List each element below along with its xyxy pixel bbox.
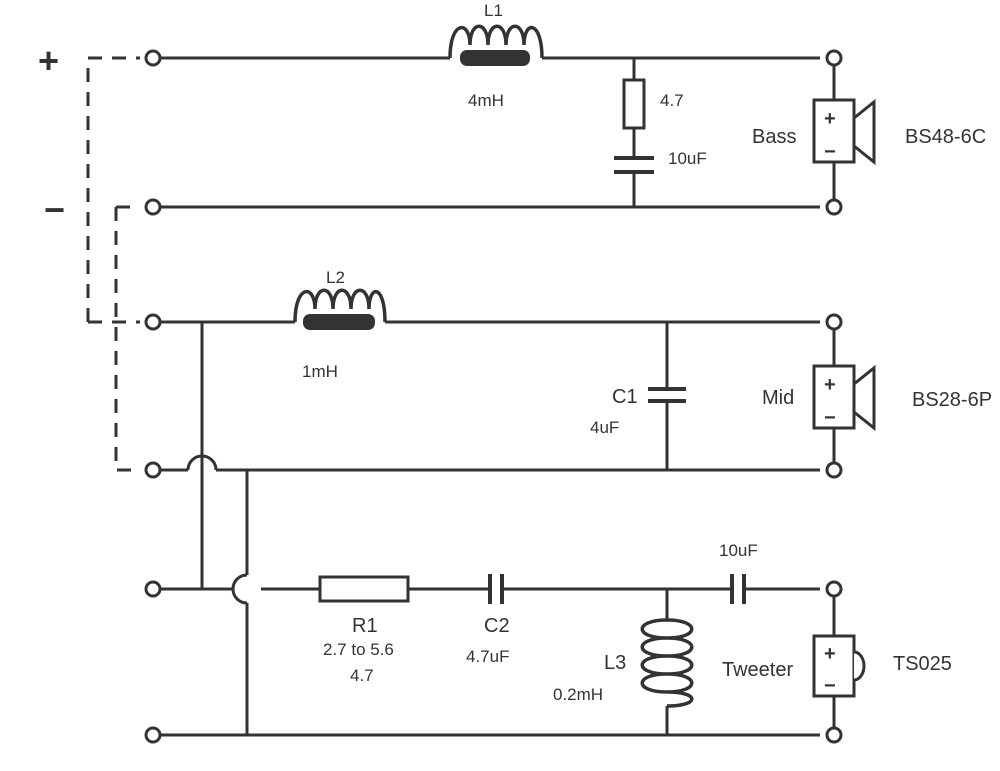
bass-resistor <box>622 78 646 130</box>
terminal-mid-negative-in <box>144 461 162 479</box>
mid-driver-plus: + <box>824 374 836 396</box>
c1-value: 4uF <box>590 418 619 437</box>
tweeter-driver-symbol: + − <box>812 634 866 698</box>
inductor-l2 <box>293 288 387 330</box>
l1-name: L1 <box>484 1 503 20</box>
terminal-bass-negative-in <box>144 198 162 216</box>
tweeter-section: + − R1 2.7 to 5.6 4.7 C2 4.7uF 10uF L3 0… <box>160 541 952 737</box>
r1-name: R1 <box>352 615 378 637</box>
mid-section: + − L2 1mH C1 4uF Mid BS28-6P <box>160 268 992 472</box>
l2-name: L2 <box>326 268 345 287</box>
input-minus-sign: − <box>44 189 65 230</box>
terminal-tweeter-positive-out <box>825 580 843 598</box>
bass-cap-value: 10uF <box>668 149 707 168</box>
c2-value: 4.7uF <box>466 647 509 666</box>
terminal-tweeter-negative-out <box>825 726 843 744</box>
terminal-tweeter-negative-in <box>144 726 162 744</box>
c2-name: C2 <box>484 615 510 637</box>
tweeter-driver-minus: − <box>824 675 836 697</box>
tweeter-cap2-value: 10uF <box>719 541 758 560</box>
tweeter-driver-model: TS025 <box>893 653 952 675</box>
jumper-positive <box>86 56 140 322</box>
bass-resistor-value: 4.7 <box>660 91 684 110</box>
resistor-r1 <box>318 575 410 603</box>
l1-value: 4mH <box>468 91 504 110</box>
terminal-tweeter-positive-in <box>144 580 162 598</box>
jumper-negative <box>114 207 140 472</box>
mid-driver-minus: − <box>824 407 836 429</box>
l2-core <box>303 314 375 330</box>
terminal-bass-negative-out <box>825 198 843 216</box>
input-plus-sign: + <box>38 40 59 81</box>
bass-driver-plus: + <box>824 108 836 130</box>
mid-driver-label: Mid <box>762 387 794 409</box>
terminal-mid-negative-out <box>825 461 843 479</box>
terminal-bass-positive-out <box>825 49 843 67</box>
l2-value: 1mH <box>302 362 338 381</box>
mid-driver-model: BS28-6P <box>912 389 992 411</box>
inductor-l3 <box>640 618 694 708</box>
r1-value-alt: 4.7 <box>350 666 374 685</box>
bus-negative-crossover <box>231 573 248 605</box>
input-terminals <box>144 49 162 744</box>
inductor-l1 <box>448 24 544 66</box>
terminal-mid-positive-in <box>144 313 162 331</box>
terminal-bass-positive-in <box>144 49 162 67</box>
l3-name: L3 <box>604 652 626 674</box>
l1-core <box>460 50 530 66</box>
bass-driver-symbol: + − <box>812 98 876 166</box>
c1-name: C1 <box>612 386 638 408</box>
tweeter-driver-plus: + <box>824 643 836 665</box>
bass-driver-model: BS48-6C <box>905 126 986 148</box>
l3-value: 0.2mH <box>553 685 603 704</box>
r1-value: 2.7 to 5.6 <box>323 640 394 659</box>
bass-driver-label: Bass <box>752 126 796 148</box>
mid-driver-symbol: + − <box>812 364 876 432</box>
output-terminals <box>825 49 843 744</box>
tweeter-driver-label: Tweeter <box>722 659 793 681</box>
bass-driver-minus: − <box>824 141 836 163</box>
bass-section: + − L1 4mH 4.7 10uF Bass BS48-6C <box>160 1 986 209</box>
terminal-mid-positive-out <box>825 313 843 331</box>
